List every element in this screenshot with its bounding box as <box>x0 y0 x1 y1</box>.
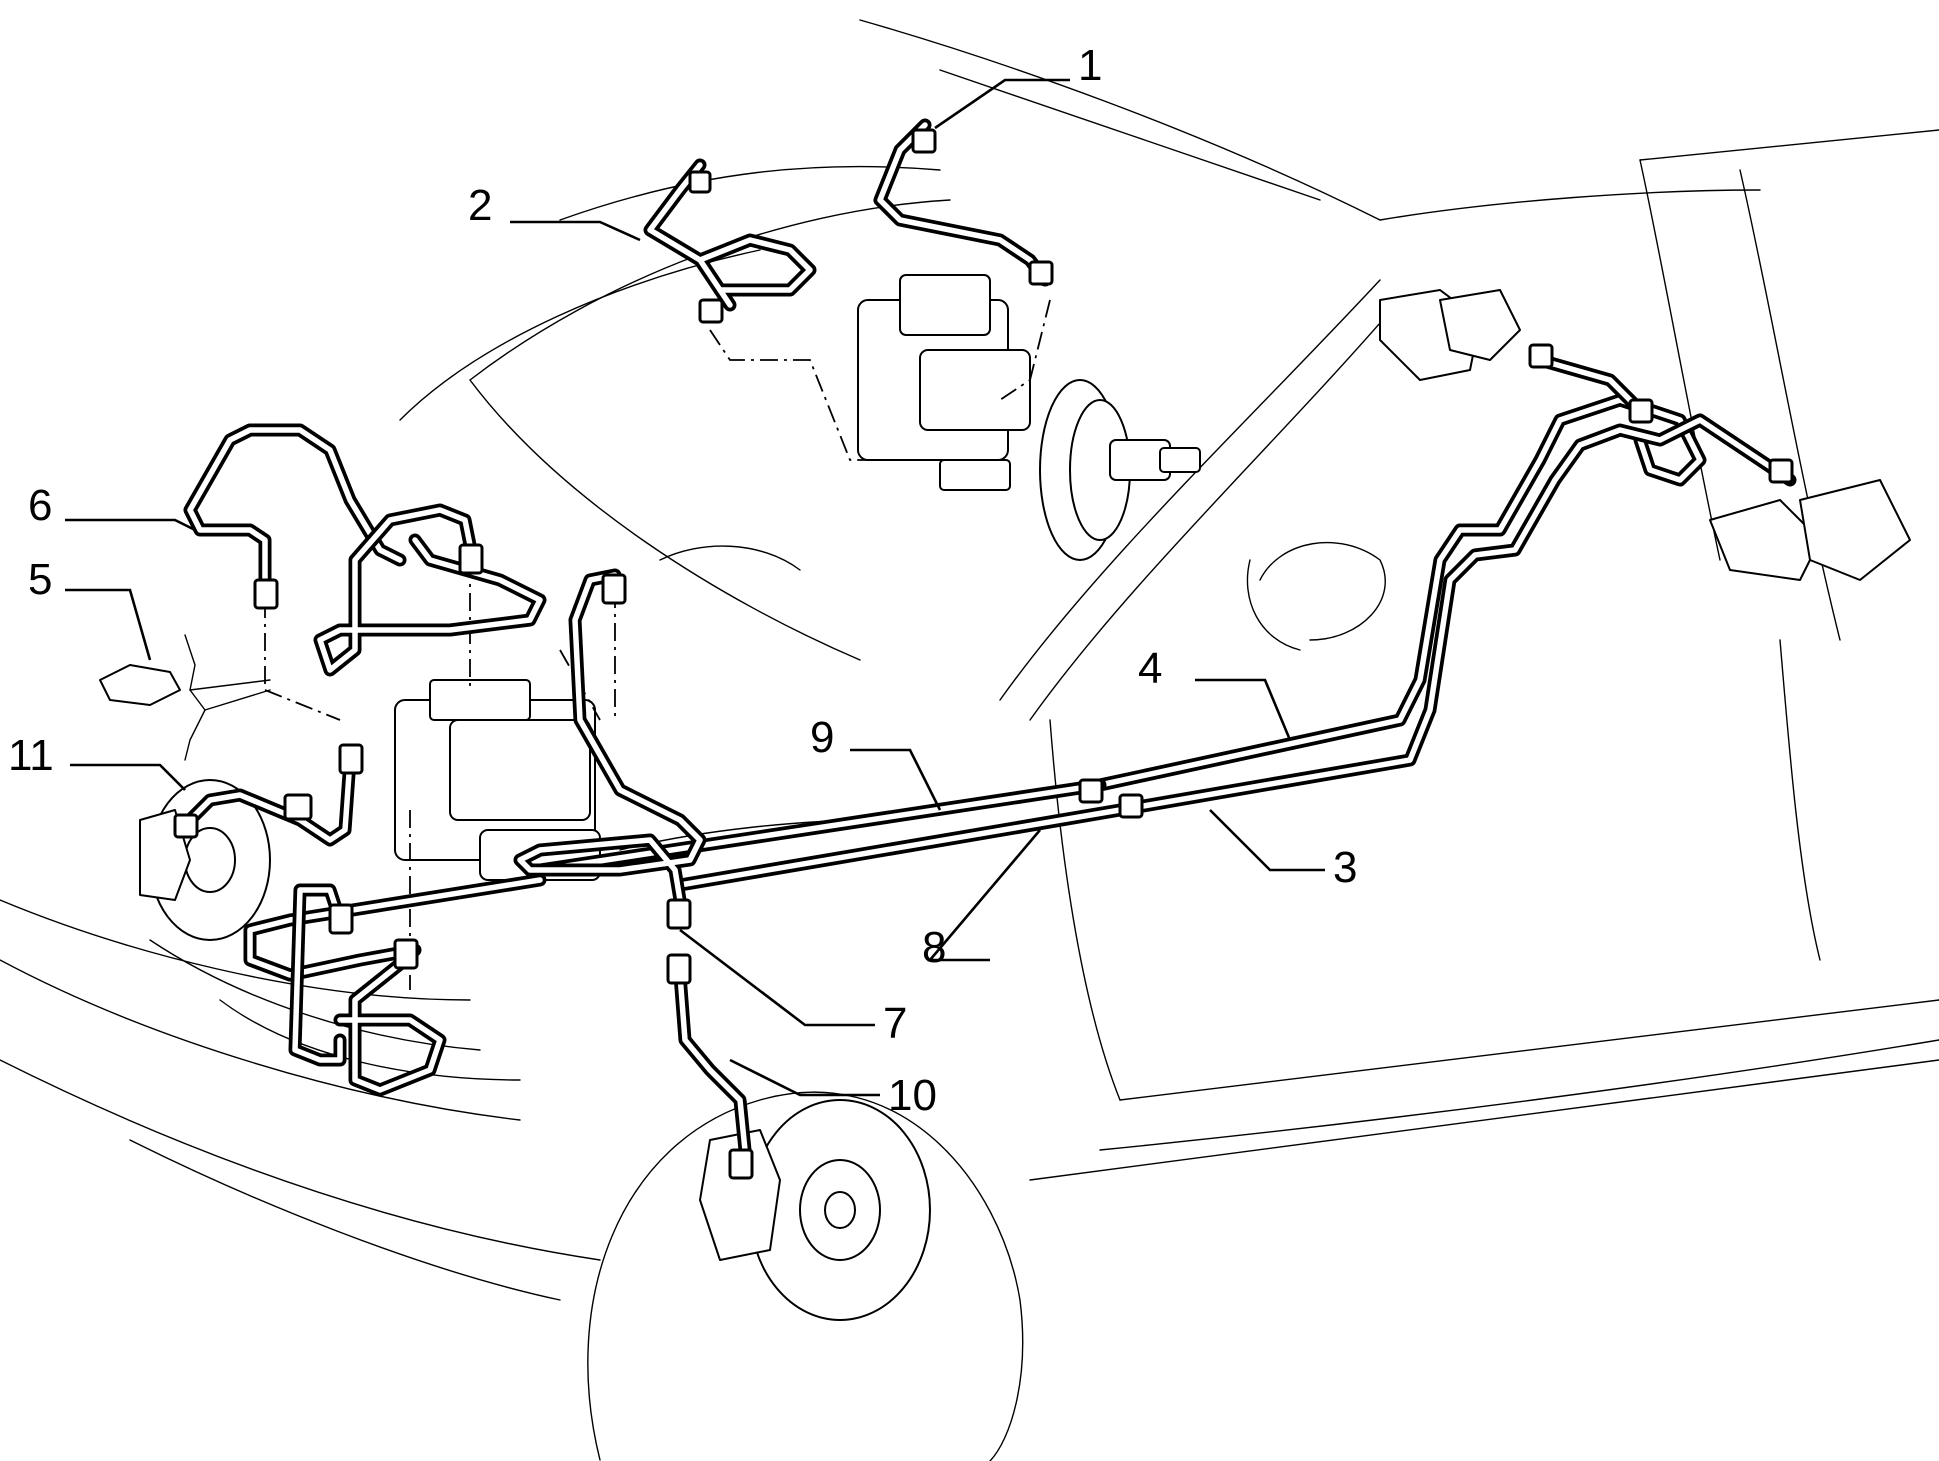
callout-7: 7 <box>883 999 907 1048</box>
callout-5: 5 <box>28 555 52 604</box>
master-cylinder-booster <box>857 274 1201 561</box>
rear-brake-components <box>1379 289 1911 581</box>
callout-2: 2 <box>468 181 492 230</box>
callout-8: 8 <box>922 923 946 972</box>
car-body-outline <box>0 19 1939 1461</box>
pipe-fittings <box>173 128 1794 1180</box>
callout-11: 11 <box>8 731 54 780</box>
callout-1: 1 <box>1078 41 1102 90</box>
bracket-5 <box>99 634 271 761</box>
callout-6: 6 <box>28 481 52 530</box>
callout-4: 4 <box>1138 644 1162 693</box>
callout-10: 10 <box>888 1071 937 1120</box>
leader-lines <box>65 78 1325 1097</box>
abs-modulator <box>394 679 601 881</box>
callout-labels: 1 2 3 4 5 6 7 8 9 10 11 <box>8 41 1357 1120</box>
brake-pipes <box>173 118 1797 1157</box>
callout-9: 9 <box>810 713 834 762</box>
callout-3: 3 <box>1333 843 1357 892</box>
